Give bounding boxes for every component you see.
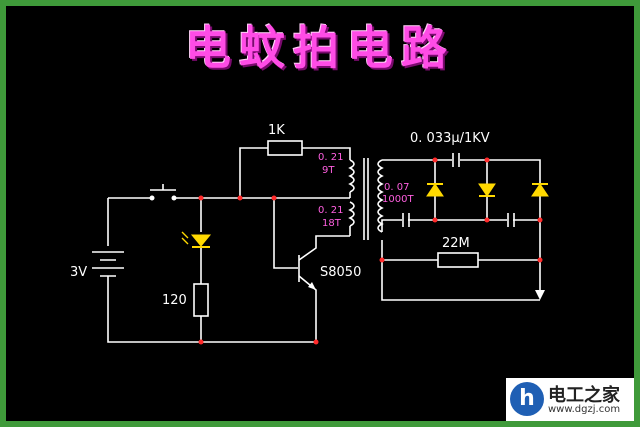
primary-turns-label: 9T xyxy=(322,165,335,176)
resistor-22m xyxy=(437,252,479,268)
secondary-wire-label: 0. 07 xyxy=(384,182,409,193)
resistor-120-label: 120 xyxy=(162,293,187,308)
transformer xyxy=(348,158,384,240)
output-arrow xyxy=(535,290,545,300)
cap-top xyxy=(452,153,460,167)
site-logo: h 电工之家 www.dgzj.com xyxy=(506,378,634,421)
wire-1k-loop xyxy=(239,147,351,198)
capacitor-label: 0. 033μ/1KV xyxy=(410,131,490,146)
wire-multiplier-top xyxy=(382,159,541,184)
transistor-label: S8050 xyxy=(320,265,361,280)
primary-wire-label: 0. 21 xyxy=(318,152,343,163)
logo-url: www.dgzj.com xyxy=(548,404,621,415)
battery-label: 3V xyxy=(70,265,87,280)
led-symbol xyxy=(181,231,212,248)
resistor-120 xyxy=(193,283,209,317)
logo-name: 电工之家 xyxy=(548,385,620,406)
junction-nodes xyxy=(198,157,543,345)
push-switch xyxy=(149,184,177,201)
cap-bottom-1 xyxy=(402,213,410,227)
resistor-1k xyxy=(267,140,303,156)
wire-battery-bottom xyxy=(107,285,316,343)
transistor-s8050 xyxy=(273,198,350,342)
page-title: 电蚊拍电路 xyxy=(185,21,455,75)
diode-1 xyxy=(426,183,444,197)
diode-3 xyxy=(531,183,549,197)
logo-mark-icon: h xyxy=(510,382,544,416)
battery-symbol xyxy=(92,251,124,285)
schematic-board xyxy=(6,6,634,421)
wire-22m xyxy=(381,220,541,301)
feedback-wire-label: 0. 21 xyxy=(318,205,343,216)
resistor-22m-label: 22M xyxy=(442,236,470,251)
diode-2 xyxy=(478,183,496,197)
resistor-1k-label: 1K xyxy=(268,123,285,138)
feedback-turns-label: 18T xyxy=(322,218,342,229)
cap-bottom-2 xyxy=(507,213,515,227)
secondary-turns-label: 1000T xyxy=(382,194,414,205)
